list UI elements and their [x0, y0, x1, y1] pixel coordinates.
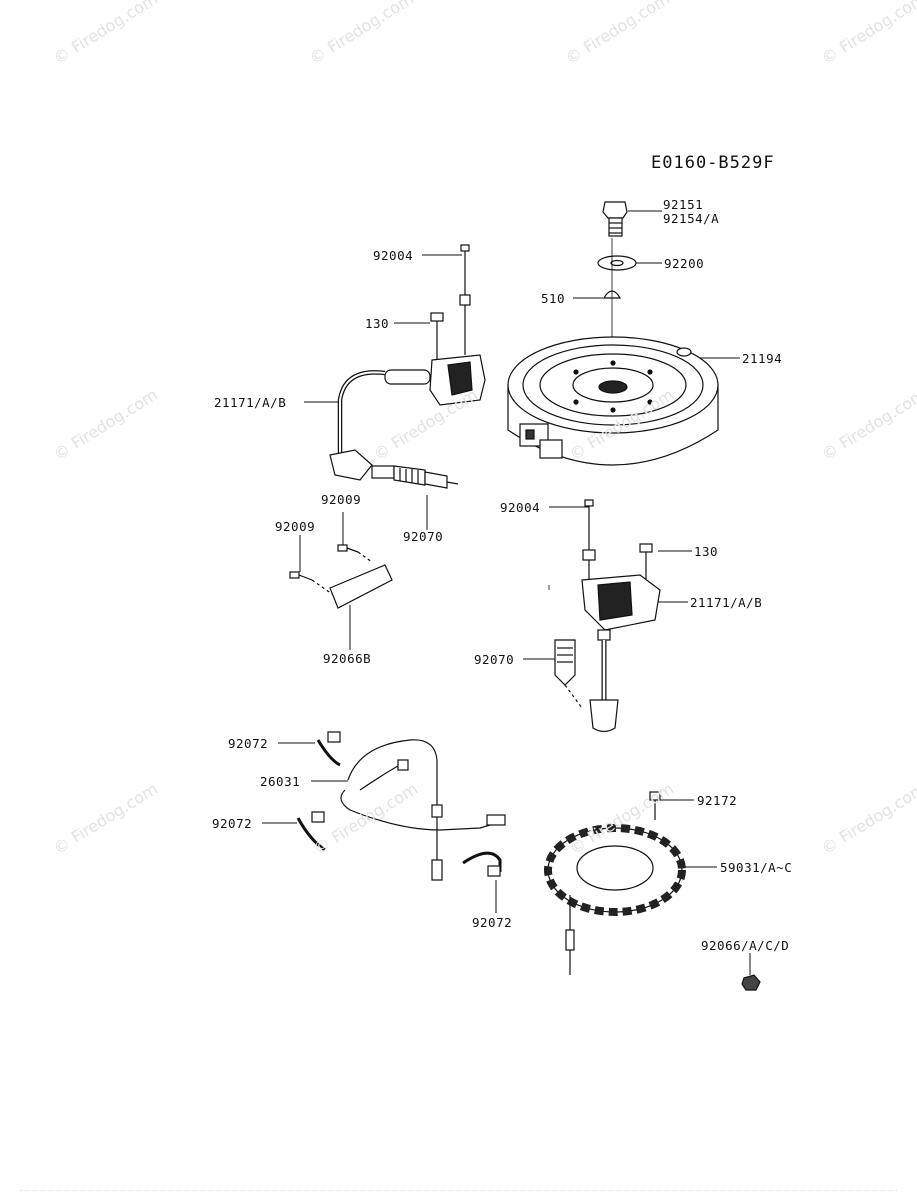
ignition-coil-lower — [548, 499, 661, 733]
part-label-92070-mid[interactable]: 92070 — [474, 652, 515, 667]
part-label-92072-c[interactable]: 92072 — [472, 915, 513, 930]
part-label-92004-mid[interactable]: 92004 — [500, 500, 541, 515]
part-label-92172[interactable]: 92172 — [697, 793, 738, 808]
part-label-59031[interactable]: 59031/A~C — [720, 860, 793, 875]
cover-plate — [289, 544, 393, 609]
part-label-130-mid[interactable]: 130 — [694, 544, 719, 559]
ignition-coil-upper — [329, 244, 486, 489]
part-label-92009-a[interactable]: 92009 — [321, 492, 362, 507]
flywheel — [507, 336, 719, 466]
part-label-92009-b[interactable]: 92009 — [275, 519, 316, 534]
diagram-code: E0160-B529F — [651, 153, 775, 173]
part-label-26031[interactable]: 26031 — [260, 774, 301, 789]
stator — [544, 791, 686, 975]
part-label-21194[interactable]: 21194 — [742, 351, 783, 366]
washer — [597, 255, 637, 271]
leader-lines — [262, 210, 751, 975]
part-label-92066b[interactable]: 92066B — [323, 651, 372, 666]
part-label-92072-a[interactable]: 92072 — [228, 736, 269, 751]
part-label-92151[interactable]: 92151 — [663, 197, 704, 212]
part-label-92004-top[interactable]: 92004 — [373, 248, 414, 263]
part-label-92072-b[interactable]: 92072 — [212, 816, 253, 831]
part-label-510[interactable]: 510 — [541, 291, 566, 306]
part-label-92200[interactable]: 92200 — [664, 256, 705, 271]
part-label-21171-left[interactable]: 21171/A/B — [214, 395, 287, 410]
footer-rule — [20, 1190, 897, 1195]
part-label-92066acd[interactable]: 92066/A/C/D — [701, 938, 790, 953]
nut — [741, 974, 761, 991]
flywheel-bolt — [602, 201, 628, 237]
part-label-92154a[interactable]: 92154/A — [663, 211, 720, 226]
part-label-21171-right[interactable]: 21171/A/B — [690, 595, 763, 610]
wire-harness — [296, 731, 506, 881]
part-label-92070-top[interactable]: 92070 — [403, 529, 444, 544]
part-label-130-top[interactable]: 130 — [365, 316, 390, 331]
